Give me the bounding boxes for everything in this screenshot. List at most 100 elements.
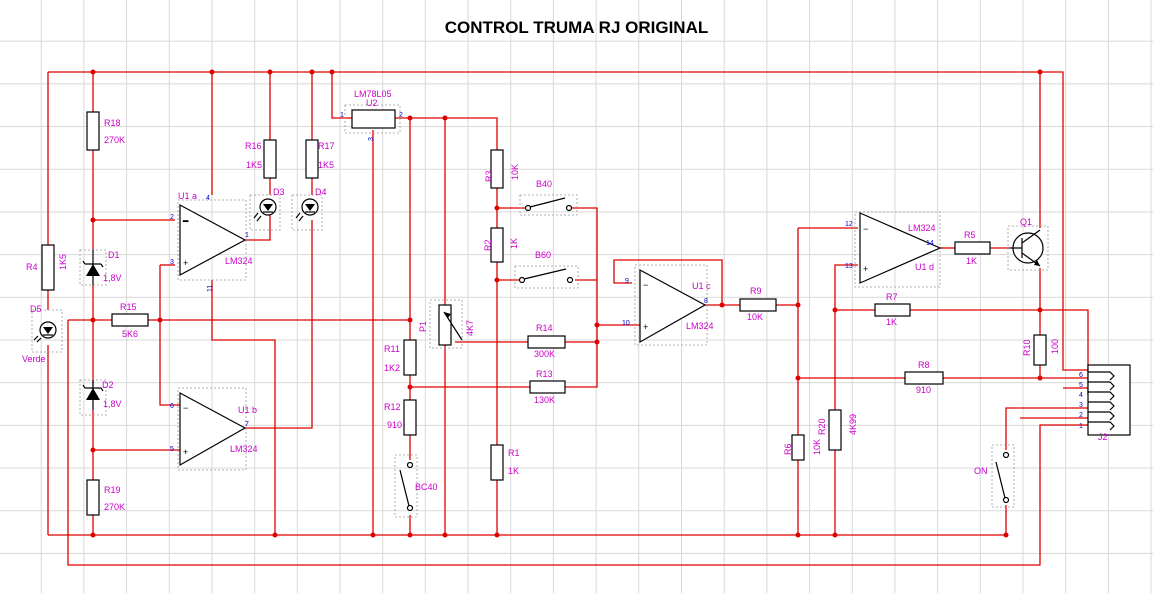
svg-text:4K99: 4K99 [848, 414, 858, 435]
switch-b60: B60 [514, 250, 579, 289]
zener-diode-d1: D1 1,8V [79, 249, 122, 286]
svg-text:R17: R17 [318, 141, 335, 151]
svg-text:D2: D2 [102, 380, 114, 390]
svg-text:LM324: LM324 [686, 321, 714, 331]
svg-text:B60: B60 [535, 250, 551, 260]
svg-text:11: 11 [207, 285, 214, 292]
svg-text:3: 3 [170, 259, 174, 266]
svg-text:14: 14 [926, 240, 934, 247]
opamp-u1b: − + U1 b LM324 6 5 7 [170, 387, 258, 471]
svg-text:+: + [183, 447, 188, 457]
svg-text:1: 1 [245, 232, 249, 239]
svg-text:Q1: Q1 [1020, 217, 1032, 227]
potentiometer-p1: P1 4K7 [418, 299, 475, 349]
resistor-r18: R18 270K [86, 111, 125, 151]
svg-text:D4: D4 [315, 187, 327, 197]
led-d5: D5 Verde [22, 304, 63, 364]
resistor-r20: R20 4K99 [817, 409, 858, 451]
svg-text:D5: D5 [30, 304, 42, 314]
svg-text:12: 12 [845, 221, 853, 228]
resistor-r2: R2 1K [483, 227, 519, 263]
svg-text:R15: R15 [120, 302, 137, 312]
svg-text:LM324: LM324 [230, 444, 258, 454]
resistor-r10: R10 100 [1022, 334, 1060, 366]
switch-on: ON [974, 444, 1015, 508]
resistor-r12: R12 910 [384, 399, 417, 436]
svg-text:R8: R8 [918, 360, 930, 370]
led-d3: D3 [249, 187, 285, 231]
switch-bc40: BC40 [394, 454, 438, 518]
svg-text:R10: R10 [1022, 339, 1032, 356]
svg-text:3: 3 [1079, 402, 1083, 409]
svg-text:4K7: 4K7 [465, 320, 475, 336]
svg-text:4: 4 [206, 195, 210, 202]
svg-text:7: 7 [245, 421, 249, 428]
svg-text:LM324: LM324 [225, 256, 253, 266]
resistor-r11: R11 1K2 [384, 339, 417, 376]
svg-text:R20: R20 [817, 418, 827, 435]
svg-text:1K5: 1K5 [318, 160, 334, 170]
svg-text:R9: R9 [750, 286, 762, 296]
resistor-r19: R19 270K [86, 479, 125, 516]
switch-b40: B40 [519, 179, 578, 216]
regulator-u2: LM78L05 U2 1 2 3 [340, 89, 403, 141]
svg-text:+: + [863, 264, 868, 274]
schematic-title: CONTROL TRUMA RJ ORIGINAL [444, 18, 709, 37]
svg-text:J2: J2 [1098, 432, 1108, 442]
svg-text:ON: ON [974, 466, 988, 476]
svg-text:R4: R4 [26, 262, 38, 272]
svg-text:2: 2 [399, 112, 403, 119]
junction-dots [90, 69, 1043, 538]
svg-text:6: 6 [170, 403, 174, 410]
svg-text:300K: 300K [534, 349, 555, 359]
svg-text:P1: P1 [418, 321, 428, 332]
svg-text:U1 a: U1 a [178, 191, 197, 201]
transistor-q1: Q1 [1007, 217, 1049, 271]
svg-text:R14: R14 [536, 323, 553, 333]
svg-text:1K: 1K [509, 238, 519, 249]
resistor-r8: R8 910 [904, 360, 944, 395]
connector-j2: 6 5 4 3 2 1 J2 [1079, 364, 1131, 442]
svg-text:1: 1 [1079, 423, 1083, 430]
svg-text:130K: 130K [534, 395, 555, 405]
zener-diode-d2: D2 1,8V [79, 379, 122, 416]
svg-text:R11: R11 [384, 344, 400, 354]
svg-text:U1 c: U1 c [692, 281, 711, 291]
svg-text:2: 2 [170, 214, 174, 221]
svg-text:3: 3 [368, 137, 375, 141]
svg-text:D3: D3 [273, 187, 285, 197]
svg-text:R12: R12 [384, 402, 401, 412]
svg-text:LM324: LM324 [908, 223, 936, 233]
svg-text:−: − [183, 216, 188, 226]
svg-text:BC40: BC40 [415, 482, 438, 492]
opamp-u1c: − + U1 c LM324 9 10 8 [622, 264, 714, 346]
svg-text:8: 8 [704, 298, 708, 305]
svg-text:R3: R3 [484, 170, 494, 182]
wires [47, 71, 1089, 566]
svg-text:10K: 10K [812, 439, 822, 455]
svg-text:270K: 270K [104, 502, 125, 512]
svg-text:1K: 1K [886, 317, 897, 327]
svg-text:1K5: 1K5 [58, 254, 68, 270]
svg-text:5: 5 [170, 446, 174, 453]
svg-text:1K: 1K [966, 256, 977, 266]
svg-text:1: 1 [340, 112, 344, 119]
resistor-r14: R14 300K [527, 323, 566, 359]
svg-text:910: 910 [387, 420, 402, 430]
resistor-r17: R17 1K5 [305, 139, 335, 179]
svg-text:6: 6 [1079, 372, 1083, 379]
svg-text:D1: D1 [108, 250, 120, 260]
svg-text:1K2: 1K2 [384, 363, 400, 373]
svg-text:910: 910 [916, 385, 931, 395]
svg-text:10: 10 [622, 320, 630, 327]
resistor-r1: R1 1K [490, 444, 520, 481]
svg-text:2: 2 [1079, 412, 1083, 419]
svg-text:R16: R16 [245, 141, 262, 151]
svg-text:R19: R19 [104, 485, 121, 495]
svg-text:1K5: 1K5 [246, 160, 262, 170]
svg-text:+: + [183, 258, 188, 268]
svg-text:100: 100 [1050, 339, 1060, 354]
svg-text:1,8V: 1,8V [103, 399, 122, 409]
svg-text:−: − [643, 280, 648, 290]
